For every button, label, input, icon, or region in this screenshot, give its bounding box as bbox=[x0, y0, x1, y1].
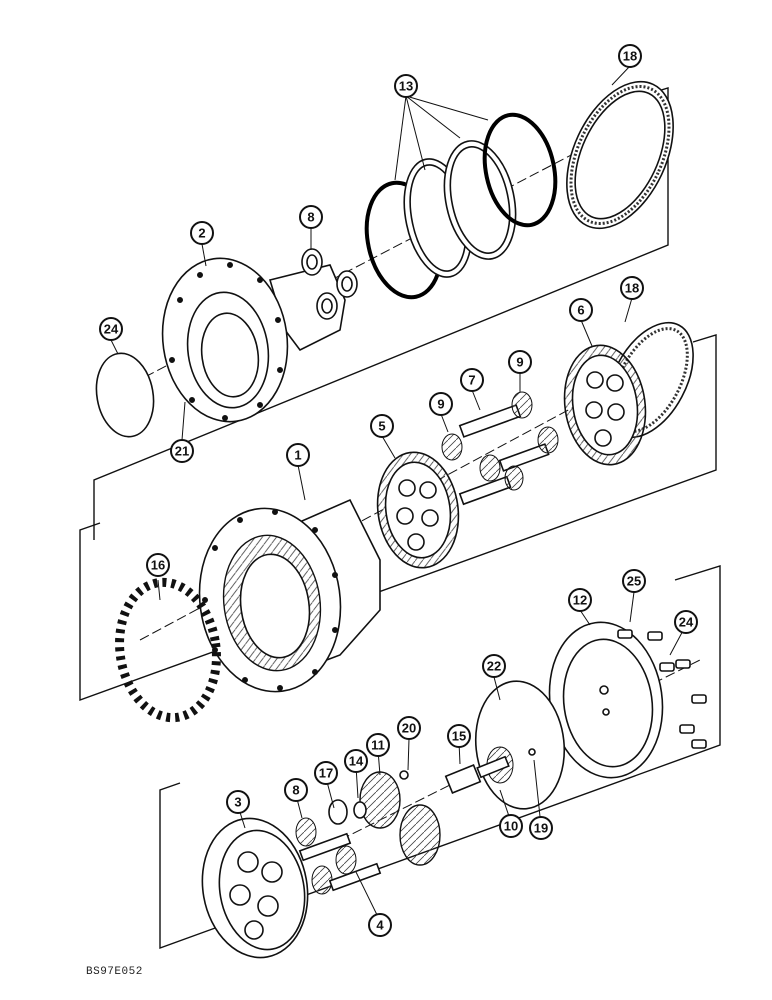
ring-gear-housing-1 bbox=[198, 498, 381, 693]
sun-gear-15-10-19 bbox=[444, 746, 536, 795]
callout-14: 14 bbox=[344, 749, 368, 773]
bolts-24-25 bbox=[617, 629, 707, 749]
bearings-8-upper bbox=[301, 248, 358, 320]
svg-text:9: 9 bbox=[516, 355, 523, 370]
svg-text:19: 19 bbox=[534, 821, 548, 836]
svg-text:2: 2 bbox=[198, 226, 205, 241]
svg-text:5: 5 bbox=[378, 419, 385, 434]
svg-text:22: 22 bbox=[487, 659, 501, 674]
callout-2: 2 bbox=[190, 221, 214, 245]
callout-10: 10 bbox=[499, 814, 523, 838]
callout-20: 20 bbox=[397, 716, 421, 740]
svg-text:1: 1 bbox=[294, 448, 301, 463]
callout-8-lower: 8 bbox=[284, 778, 308, 802]
callout-15: 15 bbox=[447, 724, 471, 748]
svg-text:13: 13 bbox=[399, 79, 413, 94]
svg-text:4: 4 bbox=[376, 918, 384, 933]
callout-8-upper: 8 bbox=[299, 205, 323, 229]
svg-text:21: 21 bbox=[175, 444, 189, 459]
svg-text:16: 16 bbox=[151, 558, 165, 573]
callout-17: 17 bbox=[314, 761, 338, 785]
svg-text:11: 11 bbox=[371, 738, 385, 753]
planet-gears-9-and-shafts-7 bbox=[441, 391, 559, 506]
svg-text:20: 20 bbox=[402, 721, 416, 736]
callout-9-left: 9 bbox=[429, 392, 453, 416]
diagram-code-label: BS97E052 bbox=[86, 966, 143, 978]
svg-text:24: 24 bbox=[679, 615, 694, 630]
svg-text:15: 15 bbox=[452, 729, 466, 744]
bearings-8-lower-pins-4 bbox=[295, 817, 382, 895]
svg-text:7: 7 bbox=[468, 373, 475, 388]
svg-text:8: 8 bbox=[292, 783, 299, 798]
cover-12 bbox=[548, 621, 664, 779]
callout-5: 5 bbox=[370, 414, 394, 438]
callout-7: 7 bbox=[460, 368, 484, 392]
svg-text:8: 8 bbox=[307, 210, 314, 225]
svg-text:14: 14 bbox=[349, 754, 364, 769]
callout-4: 4 bbox=[368, 913, 392, 937]
disc-23 bbox=[95, 352, 155, 438]
callout-18-upper: 18 bbox=[618, 44, 642, 68]
callout-19: 19 bbox=[529, 816, 553, 840]
callout-11: 11 bbox=[366, 733, 390, 757]
svg-text:25: 25 bbox=[627, 574, 641, 589]
gears-11-14-17-20 bbox=[328, 770, 441, 866]
carrier-3 bbox=[201, 817, 309, 959]
carrier-gear-6 bbox=[563, 344, 647, 466]
carrier-gear-5 bbox=[376, 451, 460, 569]
svg-text:12: 12 bbox=[573, 593, 587, 608]
roller-pins-16 bbox=[115, 577, 221, 723]
section-frame-lower bbox=[159, 565, 721, 949]
section-frame-middle bbox=[79, 334, 717, 701]
callout-18-lower: 18 bbox=[620, 276, 644, 300]
svg-text:9: 9 bbox=[437, 397, 444, 412]
callout-22: 22 bbox=[482, 654, 506, 678]
hub-2 bbox=[161, 257, 346, 423]
callout-6: 6 bbox=[569, 298, 593, 322]
callout-9-right: 9 bbox=[508, 350, 532, 374]
callout-13: 13 bbox=[394, 74, 418, 98]
callout-16: 16 bbox=[146, 553, 170, 577]
svg-text:18: 18 bbox=[625, 281, 639, 296]
callout-12: 12 bbox=[568, 588, 592, 612]
callout-24: 24 bbox=[674, 610, 698, 634]
svg-text:3: 3 bbox=[234, 795, 241, 810]
svg-text:6: 6 bbox=[577, 303, 584, 318]
seal-rings-13 bbox=[364, 112, 558, 300]
callout-21: 21 bbox=[170, 439, 194, 463]
callout-23: 24 bbox=[99, 317, 123, 341]
callout-3: 3 bbox=[226, 790, 250, 814]
svg-text:24: 24 bbox=[104, 322, 119, 337]
svg-text:18: 18 bbox=[623, 49, 637, 64]
callout-25: 25 bbox=[622, 569, 646, 593]
svg-text:17: 17 bbox=[319, 766, 333, 781]
bearing-18-upper bbox=[566, 80, 674, 230]
callout-1: 1 bbox=[286, 443, 310, 467]
svg-text:10: 10 bbox=[504, 819, 518, 834]
